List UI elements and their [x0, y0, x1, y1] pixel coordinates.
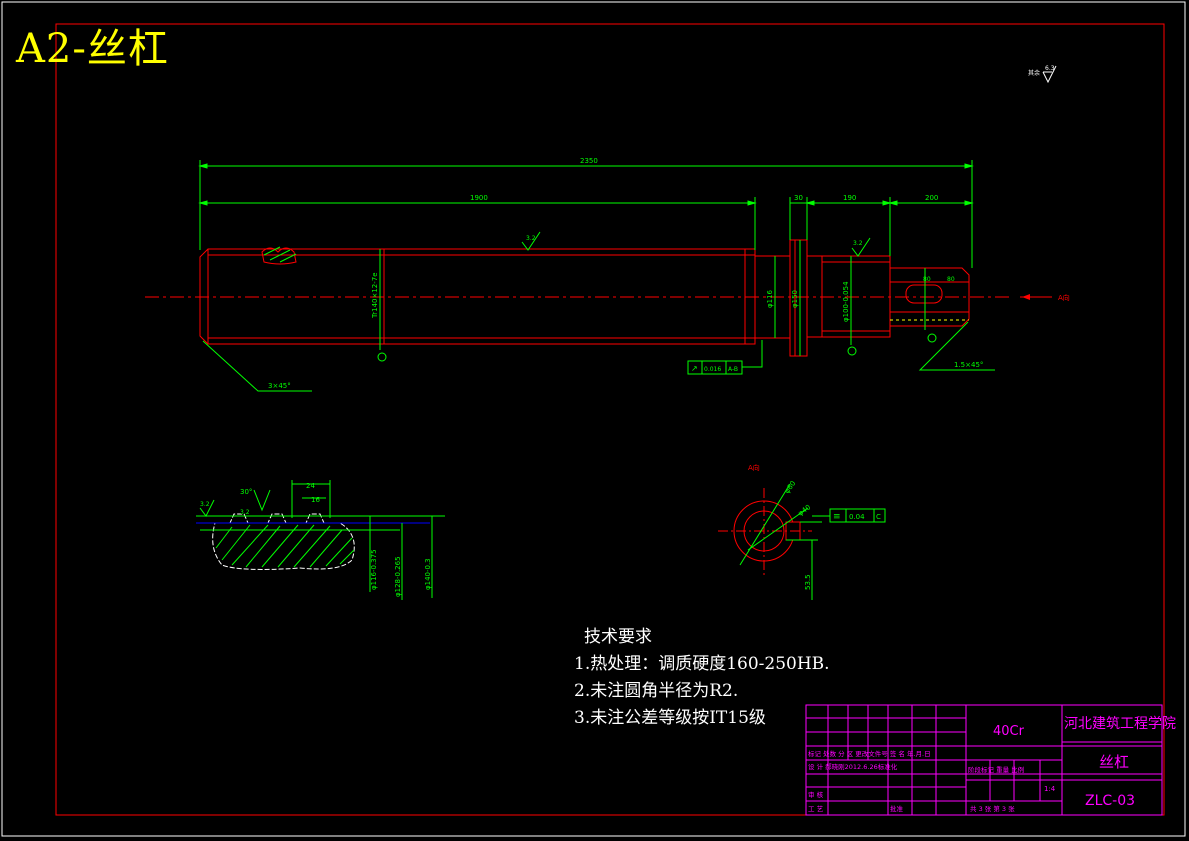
thread-detail-pitch: 24: [306, 482, 315, 490]
symmetry-symbol: ≡: [833, 512, 841, 522]
thread-detail-roughness: 3.2: [200, 501, 210, 508]
roughness-symbol-icon: [1042, 65, 1057, 84]
symmetry-value: 0.04: [849, 513, 865, 521]
thread-partial-hatch: [263, 246, 297, 263]
roughness-thread-icon: [521, 231, 541, 251]
tech-heading: 技术要求: [584, 627, 652, 647]
thread-detail-dia2: φ128-0.265: [394, 556, 402, 597]
thread-detail-view: [196, 480, 445, 600]
dim-keyway-b: 80: [947, 276, 955, 283]
title-sheets: 共 3 张 第 3 张: [970, 804, 1015, 813]
thread-detail-angle: 30°: [240, 488, 252, 496]
title-process: 工 艺: [808, 805, 824, 813]
chamfer-left-leader: [202, 340, 312, 392]
roughness-journal: 3.2: [853, 240, 863, 247]
title-review: 审 核: [808, 790, 824, 799]
runout-tolerance-frame: [687, 340, 763, 375]
dim-overall-length: 2350: [580, 157, 598, 165]
roughness-thread: 3.2: [526, 235, 536, 242]
inner-border: [55, 23, 1165, 816]
shaft-end: [889, 267, 970, 327]
thread-detail-dia1: φ116-0.375: [370, 549, 378, 590]
section-outer-dia: φ60: [783, 479, 797, 495]
thread-detail-depth: 3.2: [240, 509, 250, 516]
title-row-header: 标记 处数 分 区 更改文件号 签 名 年.月.日: [808, 749, 931, 758]
dim-collar-inner-dia: φ116: [766, 289, 774, 308]
title-approve: 批准: [890, 804, 904, 813]
tech-item-1: 1.热处理：调质硬度160-250HB.: [574, 654, 830, 674]
title-designer-row: 设 计 郝晓刚2012.6.26标准化: [808, 762, 898, 771]
dim-collar-width: 30: [794, 194, 803, 202]
runout-value: 0.016: [704, 366, 721, 373]
tech-requirements: 技术要求 1.热处理：调质硬度160-250HB. 2.未注圆角半径为R2. 3…: [574, 624, 830, 732]
dim-journal-length: 190: [843, 194, 856, 202]
general-roughness-label: 其余: [1028, 69, 1040, 77]
view-arrow-label: A向: [1058, 293, 1070, 302]
section-key-dim: 53.5: [804, 574, 812, 590]
dim-journal-dia: φ100-0.054: [842, 281, 850, 322]
roughness-journal-icon: [851, 237, 871, 257]
dim-thread-length: 1900: [470, 194, 488, 202]
title-material: 40Cr: [993, 724, 1025, 739]
title-stage-header: 阶段标记 重量 比例: [968, 765, 1024, 774]
tech-item-3: 3.未注公差等级按IT15级: [574, 708, 766, 728]
section-inner-dia: φ40: [797, 503, 813, 517]
runout-datum: A-B: [728, 366, 738, 373]
tech-item-2: 2.未注圆角半径为R2.: [574, 681, 739, 701]
sheet-title: A2-丝杠: [16, 26, 169, 72]
dim-collar-dia: φ150: [791, 290, 799, 308]
dimension-lines: [198, 160, 974, 356]
dim-end-length: 200: [925, 194, 938, 202]
thread-detail-dia3: φ140-0.3: [424, 558, 432, 590]
chamfer-right-leader: [918, 321, 995, 371]
dim-thread-dia: Tr140×12-7e: [371, 272, 379, 319]
chamfer-right: 1.5×45°: [954, 361, 983, 369]
dim-keyway-a: 80: [923, 276, 931, 283]
symmetry-tolerance-frame: [829, 508, 886, 523]
shaft-collar: [754, 239, 808, 357]
title-part-name: 丝杠: [1099, 753, 1129, 771]
title-scale: 1:4: [1044, 785, 1056, 793]
thread-detail-width: 16: [311, 496, 320, 504]
title-block-grid: [805, 704, 1163, 816]
section-a-view: [718, 483, 830, 600]
datum-markers: [377, 333, 937, 362]
view-arrow-icon: [1022, 294, 1030, 300]
section-a-label: A向: [748, 463, 760, 472]
runout-symbol: ↗: [691, 364, 698, 373]
title-school: 河北建筑工程学院: [1064, 716, 1176, 732]
title-drawing-no: ZLC-03: [1085, 793, 1135, 809]
general-roughness-value: 6.3: [1045, 65, 1055, 72]
chamfer-left: 3×45°: [268, 382, 291, 390]
thread-partial-section: [261, 247, 297, 265]
symmetry-datum: C: [876, 513, 881, 521]
